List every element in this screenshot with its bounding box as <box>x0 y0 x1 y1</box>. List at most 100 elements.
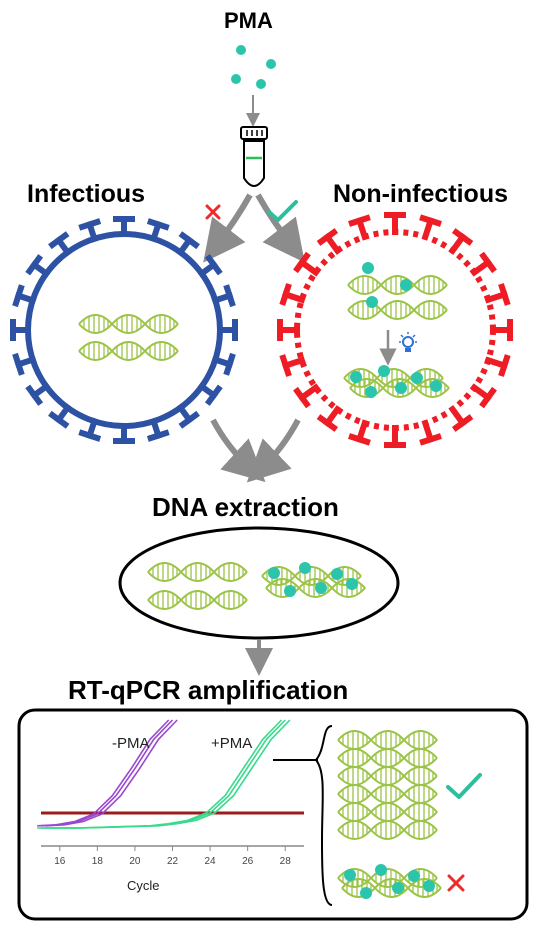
spike-cap <box>451 228 474 246</box>
spike-cap <box>498 354 511 377</box>
pma-dot-icon <box>266 59 276 69</box>
pma-dot-icon <box>430 380 442 392</box>
spike-cap <box>12 352 25 376</box>
pma-dot-icon <box>350 371 362 383</box>
pma-dot-icon <box>236 45 246 55</box>
cross-icon <box>447 874 465 892</box>
x-tick-label: 28 <box>280 856 292 867</box>
pma-dot-icon <box>411 372 423 384</box>
spike-cap <box>479 386 497 409</box>
spike-cap <box>419 433 442 446</box>
spike-cap <box>348 214 371 227</box>
spike-cap <box>498 283 511 306</box>
legend-minus-pma: -PMA <box>112 735 150 752</box>
spike-cap <box>204 384 223 406</box>
spike-cap <box>178 231 200 250</box>
pma-dot-icon <box>408 870 420 882</box>
spike-cap <box>25 384 44 406</box>
spike-cap <box>178 410 200 429</box>
label-non-infectious: Non-infectious <box>333 180 508 208</box>
spike-cap <box>204 254 223 276</box>
tube-icon <box>240 126 268 187</box>
spike-cap <box>419 214 442 227</box>
spike-cap <box>12 284 25 308</box>
x-tick-label: 18 <box>92 856 104 867</box>
pma-dot-icon <box>423 880 435 892</box>
spike-cap <box>316 228 339 246</box>
label-dna-extraction: DNA extraction <box>152 492 339 522</box>
dna-icon <box>347 300 448 320</box>
arrow-non-infectious-to-extraction <box>246 418 301 483</box>
check-icon <box>267 200 298 222</box>
crosslinked-dna <box>343 365 450 398</box>
pma-dot-icon <box>268 567 280 579</box>
pma-dot-icon <box>346 578 358 590</box>
legend-plus-pma: +PMA <box>211 735 253 752</box>
pma-dot-icon <box>378 365 390 377</box>
spike-cap <box>223 284 236 308</box>
spike-cap <box>293 251 311 274</box>
spike-cap <box>348 433 371 446</box>
spike-cap <box>293 386 311 409</box>
virus-icon <box>10 216 238 444</box>
pma-dot-icon <box>392 882 404 894</box>
spike-cap <box>316 414 339 432</box>
spike-cap <box>223 352 236 376</box>
pma-dot-icon <box>400 279 412 291</box>
spike-cap <box>78 429 102 442</box>
x-tick-label: 26 <box>242 856 254 867</box>
crosslinked-dna <box>261 562 366 598</box>
spike-cap <box>146 429 170 442</box>
x-tick-label: 22 <box>167 856 179 867</box>
spike-cap <box>48 410 70 429</box>
extraction-ellipse <box>118 526 400 640</box>
pma-dot-icon <box>315 582 327 594</box>
crosslinked-dna <box>337 864 442 899</box>
pma-dots <box>231 45 276 89</box>
series-line <box>37 719 170 827</box>
spike-cap <box>25 254 44 276</box>
dna-icon <box>78 341 179 361</box>
arrow-infectious-to-extraction <box>210 418 266 483</box>
spike-cap <box>78 218 102 231</box>
x-axis-label: Cycle <box>127 878 160 893</box>
light-bulb-icon <box>399 332 417 352</box>
pma-dot-icon <box>299 562 311 574</box>
label-rtqpcr: RT-qPCR amplification <box>68 675 349 705</box>
dna-icon <box>78 314 179 334</box>
pma-dot-icon <box>344 869 356 881</box>
spike-cap <box>451 414 474 432</box>
pma-dot-icon <box>284 585 296 597</box>
series-line <box>37 719 283 829</box>
spike-cap <box>48 231 70 250</box>
virus-icon <box>277 212 513 448</box>
infectious-virus-capsid <box>25 231 223 429</box>
spike-cap <box>146 218 170 231</box>
spike-cap <box>479 251 497 274</box>
x-tick-label: 20 <box>129 856 141 867</box>
arrow-tube-to-infectious <box>203 193 253 263</box>
pma-dot-icon <box>331 568 343 580</box>
brace <box>314 725 333 906</box>
label-infectious: Infectious <box>27 180 146 208</box>
dna-icon <box>347 275 448 295</box>
pma-title: PMA <box>224 8 273 33</box>
pma-bound-dna-group <box>347 262 448 320</box>
cross-icon <box>205 204 221 220</box>
pma-dot-icon <box>366 296 378 308</box>
pma-dot-icon <box>231 74 241 84</box>
pma-dot-icon <box>360 887 372 899</box>
x-tick-label: 24 <box>205 856 217 867</box>
pma-dot-icon <box>375 864 387 876</box>
pma-dot-icon <box>395 382 407 394</box>
spike-cap <box>279 283 292 306</box>
check-icon <box>446 773 482 799</box>
non-infectious-virus-capsid <box>294 229 496 431</box>
series-line <box>45 719 178 827</box>
spike-cap <box>279 354 292 377</box>
arrow-tube-to-non-infectious <box>255 193 305 263</box>
pma-dot-icon <box>365 386 377 398</box>
pma-dot-icon <box>256 79 266 89</box>
